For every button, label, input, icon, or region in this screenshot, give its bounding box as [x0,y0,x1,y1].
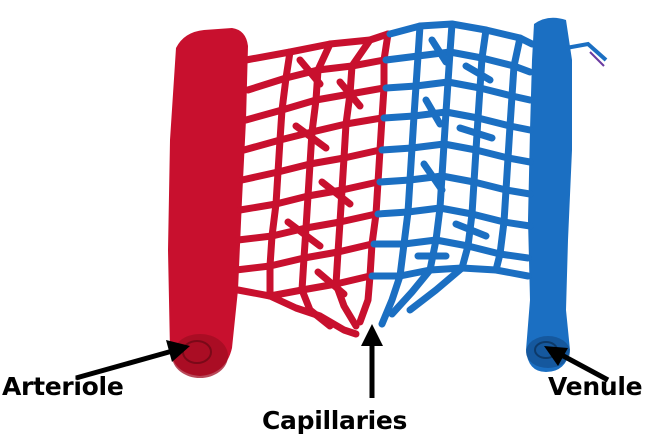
venule-vessel [526,18,606,372]
venule-label: Venule [548,372,642,401]
arteriole-label: Arteriole [2,372,123,401]
venule-side-branch [566,44,606,60]
arteriole-vessel [168,28,248,378]
capillary-network-venous [372,24,532,324]
arrow-capillaries [361,324,383,398]
capillary-network-arterial [236,34,388,334]
capillaries-label: Capillaries [262,406,407,435]
arteriole-body [168,28,248,376]
